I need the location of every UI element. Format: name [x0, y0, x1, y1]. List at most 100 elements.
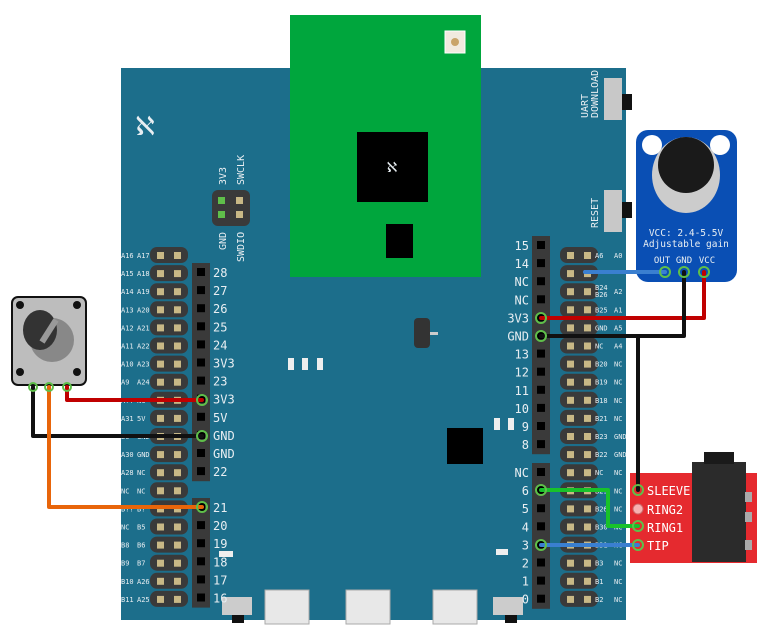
switch[interactable]: [493, 597, 523, 615]
header-pin[interactable]: [174, 595, 181, 603]
usb-port[interactable]: [432, 589, 478, 625]
header-pin[interactable]: [157, 541, 164, 549]
header-pin[interactable]: [174, 451, 181, 459]
wire-mic-gnd[interactable]: [539, 270, 686, 338]
header-pin[interactable]: [174, 487, 181, 495]
header-pin[interactable]: [174, 414, 181, 422]
header-pin[interactable]: [157, 523, 164, 531]
header-pin[interactable]: [567, 559, 574, 567]
header-pin[interactable]: [197, 286, 205, 295]
header-pin[interactable]: [567, 342, 574, 350]
header-pin[interactable]: [537, 576, 545, 585]
header-pin[interactable]: [157, 288, 164, 296]
header-pin[interactable]: [197, 575, 205, 584]
header-pin[interactable]: [174, 469, 181, 477]
header-pin[interactable]: [537, 594, 545, 603]
header-pin[interactable]: [157, 252, 164, 259]
header-pin[interactable]: [174, 306, 181, 314]
header-pin[interactable]: [197, 304, 205, 313]
header-pin[interactable]: [584, 469, 591, 477]
header-pin[interactable]: [584, 288, 591, 296]
header-pin[interactable]: [174, 342, 181, 350]
header-pin[interactable]: [567, 577, 574, 585]
header-pin[interactable]: [537, 504, 545, 513]
header-pin[interactable]: [584, 414, 591, 422]
header-pin[interactable]: [567, 505, 574, 513]
header-pin[interactable]: [567, 433, 574, 440]
header-pin[interactable]: [584, 324, 591, 332]
header-pin[interactable]: [157, 378, 164, 386]
wire-mic-vcc[interactable]: [539, 270, 706, 320]
header-pin[interactable]: [157, 306, 164, 314]
header-pin[interactable]: [584, 523, 591, 531]
header-pin[interactable]: [537, 468, 545, 476]
header-pin[interactable]: [197, 449, 205, 457]
header-pin[interactable]: [567, 288, 574, 296]
header-pin[interactable]: [567, 306, 574, 314]
header-pin[interactable]: [567, 595, 574, 603]
header-pin[interactable]: [584, 505, 591, 513]
header-pin[interactable]: [567, 360, 574, 368]
header-pin[interactable]: [537, 295, 545, 304]
header-pin[interactable]: [157, 270, 164, 278]
header-pin[interactable]: [537, 403, 545, 412]
header-pin[interactable]: [157, 595, 164, 603]
header-pin[interactable]: [537, 422, 545, 430]
header-pin[interactable]: [197, 322, 205, 331]
header-pin[interactable]: [537, 385, 545, 394]
header-pin[interactable]: [537, 241, 545, 249]
reset-button-actuator[interactable]: [622, 202, 632, 218]
header-pin[interactable]: [157, 342, 164, 350]
header-pin[interactable]: [174, 577, 181, 585]
header-pin[interactable]: [567, 270, 574, 278]
header-pin[interactable]: [157, 559, 164, 567]
uart-download-button-actuator[interactable]: [622, 94, 632, 110]
potentiometer-knob[interactable]: [23, 310, 57, 350]
header-pin[interactable]: [584, 451, 591, 459]
header-pin[interactable]: [157, 414, 164, 422]
wire-pot-wiper-21[interactable]: [47, 385, 204, 509]
header-pin[interactable]: [157, 360, 164, 368]
reset-button[interactable]: [604, 190, 622, 232]
uart-download-button[interactable]: [604, 78, 622, 120]
header-pin[interactable]: [537, 259, 545, 268]
header-pin[interactable]: [197, 340, 205, 349]
header-pin[interactable]: [197, 412, 205, 421]
header-pin[interactable]: [567, 396, 574, 404]
header-pin[interactable]: [157, 324, 164, 332]
header-pin[interactable]: [174, 324, 181, 332]
header-pin[interactable]: [197, 539, 205, 548]
header-pin[interactable]: [537, 558, 545, 567]
header-pin[interactable]: [567, 414, 574, 422]
header-pin[interactable]: [567, 252, 574, 259]
header-pin[interactable]: [584, 433, 591, 440]
header-pin[interactable]: [197, 521, 205, 530]
header-pin[interactable]: [174, 270, 181, 278]
header-pin[interactable]: [584, 396, 591, 404]
header-pin[interactable]: [584, 360, 591, 368]
header-pin[interactable]: [584, 252, 591, 259]
header-pin[interactable]: [174, 523, 181, 531]
header-pin[interactable]: [197, 467, 205, 476]
header-pin[interactable]: [197, 358, 205, 367]
header-pin[interactable]: [174, 360, 181, 368]
header-pin[interactable]: [567, 324, 574, 332]
header-pin[interactable]: [157, 487, 164, 495]
header-pin[interactable]: [584, 595, 591, 603]
switch[interactable]: [222, 597, 252, 615]
header-pin[interactable]: [197, 593, 205, 602]
header-pin[interactable]: [537, 367, 545, 376]
header-pin[interactable]: [567, 378, 574, 386]
header-pin[interactable]: [567, 451, 574, 459]
header-pin[interactable]: [157, 451, 164, 459]
header-pin[interactable]: [537, 277, 545, 286]
usb-port[interactable]: [264, 589, 310, 625]
header-pin[interactable]: [197, 268, 205, 276]
header-pin[interactable]: [174, 378, 181, 386]
header-pin[interactable]: [157, 577, 164, 585]
header-pin[interactable]: [584, 577, 591, 585]
header-pin[interactable]: [537, 522, 545, 531]
header-pin[interactable]: [584, 306, 591, 314]
header-pin[interactable]: [567, 469, 574, 477]
header-pin[interactable]: [174, 541, 181, 549]
